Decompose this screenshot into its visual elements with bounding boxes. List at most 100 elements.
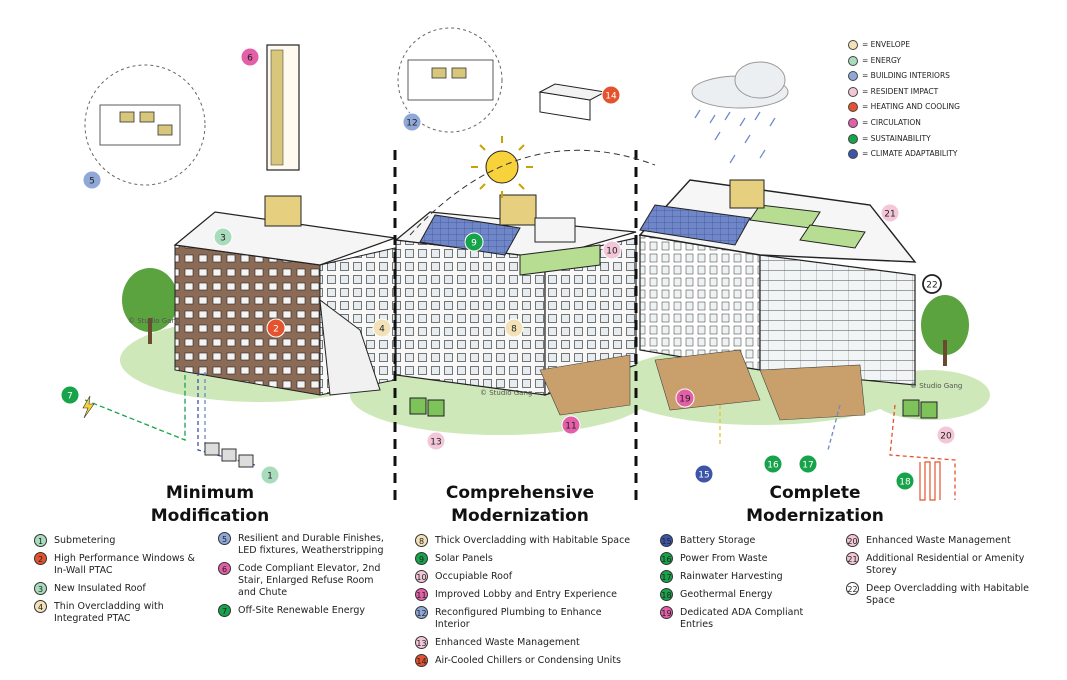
key-row: = ENERGY	[848, 53, 960, 69]
key-row: = BUILDING INTERIORS	[848, 68, 960, 84]
marker-number: 21	[884, 210, 895, 220]
marker-number: 19	[679, 395, 691, 405]
marker-number: 4	[379, 325, 385, 335]
legend-item-9: 9 Solar Panels	[413, 553, 638, 565]
section-title-line2: Modernization	[420, 505, 620, 528]
legend-item-17: 17Rainwater Harvesting	[658, 571, 838, 583]
marker-number: 14	[605, 92, 617, 102]
marker-number: 1	[267, 472, 273, 482]
section-title-complete: Complete Modernization	[720, 482, 910, 528]
key-swatch	[848, 149, 858, 159]
legend-item-14: 14 Air-Cooled Chillers or Condensing Unit…	[413, 655, 638, 667]
lightning-icon	[83, 396, 94, 418]
legend-text: Reconfigured Plumbing to Enhance Interio…	[435, 607, 602, 630]
marker-number: 17	[802, 461, 813, 471]
legend-item-8: 8 Thick Overcladding with Habitable Space	[413, 535, 638, 547]
legend-text: Air-Cooled Chillers or Condensing Units	[435, 655, 621, 666]
marker-22: 22	[923, 275, 941, 293]
key-swatch	[848, 71, 858, 81]
legend-number-badge: 3	[34, 582, 47, 595]
legend-number-badge: 19	[660, 606, 673, 619]
marker-5: 5	[83, 171, 101, 189]
rain-cloud-icon	[692, 62, 788, 163]
key-label: = CLIMATE ADAPTABILITY	[862, 149, 958, 158]
legend-number-badge: 1	[34, 534, 47, 547]
legend-text: New Insulated Roof	[54, 583, 146, 594]
legend-number-badge: 6	[218, 562, 231, 575]
marker-11: 11	[562, 416, 580, 434]
sun-icon	[471, 136, 533, 198]
section-title-line2: Modification	[130, 505, 290, 528]
legend-item-12: 12 Reconfigured Plumbing to Enhance Inter…	[413, 607, 638, 631]
legend-text: Power From Waste	[680, 553, 767, 564]
section-title-comprehensive: Comprehensive Modernization	[420, 482, 620, 528]
legend-item-18: 18 Geothermal Energy	[658, 589, 838, 601]
marker-number: 16	[767, 461, 779, 471]
section-title-line2: Modernization	[720, 505, 910, 528]
color-key: = ENVELOPE = ENERGY = BUILDING INTERIORS = …	[848, 37, 960, 162]
key-label: = HEATING AND COOLING	[862, 102, 960, 111]
legend-number-badge: 22	[846, 582, 859, 595]
legend-text: Battery Storage	[680, 535, 755, 546]
legend-number-badge: 8	[415, 534, 428, 547]
legend-number-badge: 21	[846, 552, 859, 565]
section-title-line1: Minimum	[130, 482, 290, 505]
legend-text: Geothermal Energy	[680, 589, 772, 600]
marker-number: 8	[511, 325, 517, 335]
marker-8: 8	[505, 319, 523, 337]
marker-9: 9	[465, 233, 483, 251]
submeter-icons	[205, 443, 253, 467]
key-label: = ENERGY	[862, 56, 901, 65]
marker-number: 6	[247, 54, 253, 64]
legend-number-badge: 11	[415, 588, 428, 601]
legend-column-3: 8 Thick Overcladding with Habitable Space…	[413, 535, 638, 673]
marker-17: 17	[799, 455, 817, 473]
marker-number: 12	[406, 119, 417, 129]
legend-number-badge: 12	[415, 606, 428, 619]
marker-19: 19	[676, 389, 694, 407]
section-title-line1: Complete	[720, 482, 910, 505]
legend-item-15: 15 Battery Storage	[658, 535, 838, 547]
legend-item-21: 21 Additional Residential or Amenity Stor…	[844, 553, 1054, 577]
legend-text: Code Compliant Elevator, 2nd Stair, Enla…	[238, 563, 380, 598]
legend-number-badge: 20	[846, 534, 859, 547]
legend-item-11: 11 Improved Lobby and Entry Experience	[413, 589, 638, 601]
legend-text: Resilient and Durable Finishes, LED fixt…	[238, 533, 384, 556]
key-label: = ENVELOPE	[862, 40, 910, 49]
key-row: = HEATING AND COOLING	[848, 99, 960, 115]
legend-text: Improved Lobby and Entry Experience	[435, 589, 617, 600]
legend-text: Solar Panels	[435, 553, 493, 564]
legend-number-badge: 14	[415, 654, 428, 667]
legend-item-20: 20Enhanced Waste Management	[844, 535, 1054, 547]
legend-number-badge: 13	[415, 636, 428, 649]
legend-text: Occupiable Roof	[435, 571, 512, 582]
key-label: = BUILDING INTERIORS	[862, 71, 950, 80]
marker-6: 6	[241, 48, 259, 66]
watermark-text: © Studio Gang	[128, 317, 180, 325]
legend-number-badge: 18	[660, 588, 673, 601]
legend-number-badge: 2	[34, 552, 47, 565]
marker-21: 21	[881, 204, 899, 222]
key-row: = CIRCULATION	[848, 115, 960, 131]
legend-text: Rainwater Harvesting	[680, 571, 783, 582]
legend-text: Thick Overcladding with Habitable Space	[435, 535, 630, 546]
marker-4: 4	[373, 319, 391, 337]
legend-text: Submetering	[54, 535, 115, 546]
marker-14: 14	[602, 86, 620, 104]
marker-16: 16	[764, 455, 782, 473]
key-label: = RESIDENT IMPACT	[862, 87, 938, 96]
legend-number-badge: 7	[218, 604, 231, 617]
legend-number-badge: 15	[660, 534, 673, 547]
legend-number-badge: 9	[415, 552, 428, 565]
key-swatch	[848, 102, 858, 112]
geothermal-loop	[920, 462, 940, 500]
marker-7: 7	[61, 386, 79, 404]
legend-number-badge: 4	[34, 600, 47, 613]
key-label: = CIRCULATION	[862, 118, 921, 127]
legend-text: Additional Residential or Amenity Storey	[866, 553, 1024, 576]
